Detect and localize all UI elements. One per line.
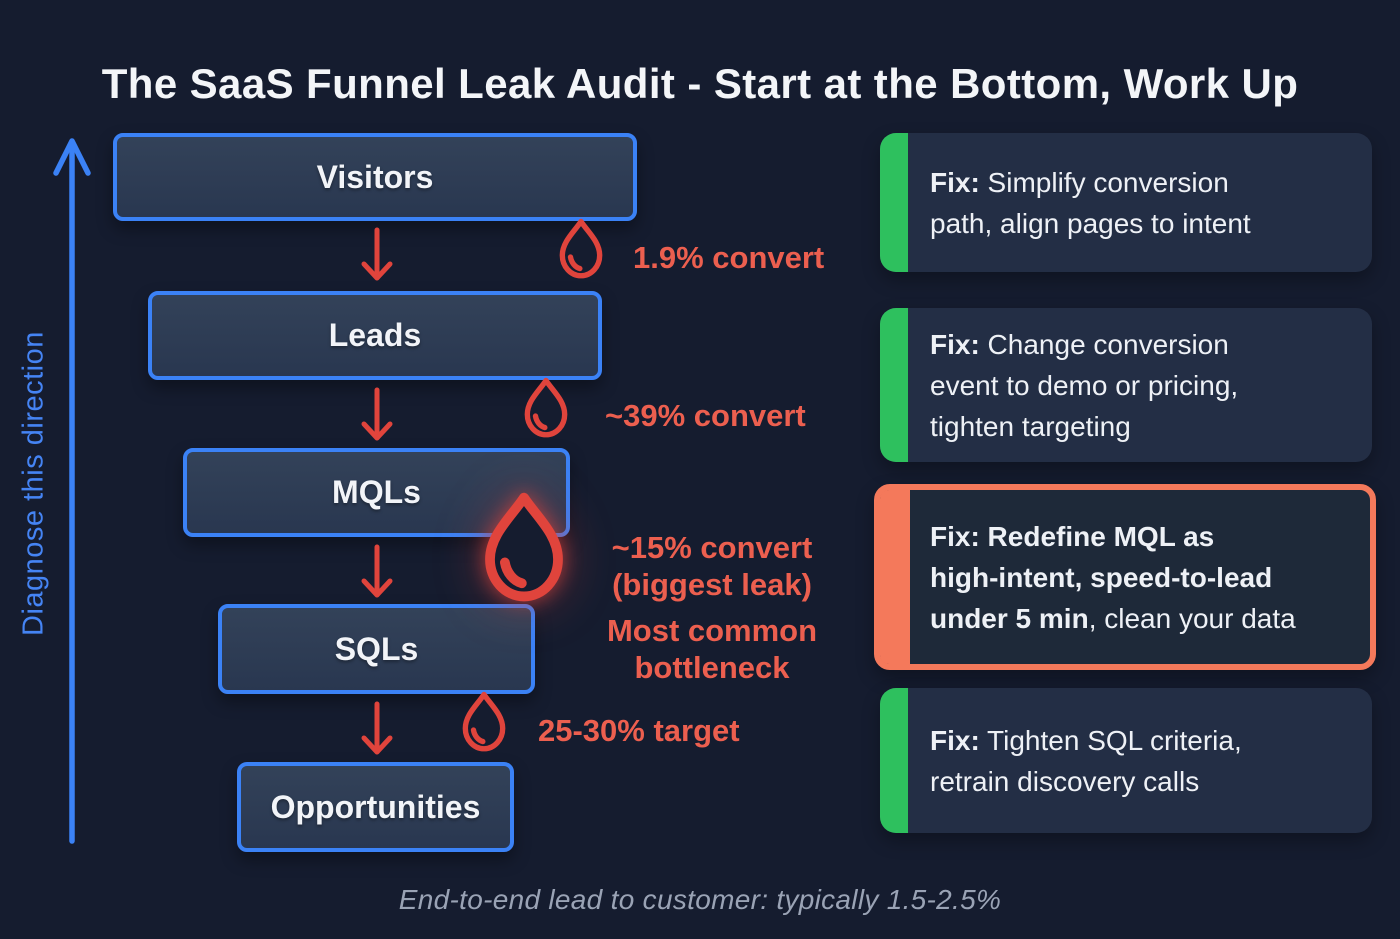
fix-card-mqls-highlighted: Fix: Redefine MQL as high-intent, speed-…	[874, 484, 1376, 670]
funnel-stage-visitors: Visitors	[113, 133, 637, 221]
accent-bar	[880, 490, 910, 664]
fix-label: Fix:	[930, 328, 980, 360]
funnel-stage-leads: Leads	[148, 291, 602, 380]
arrow-down-icon	[361, 227, 393, 281]
fix-detail: Tighten SQL criteria, retrain discovery …	[930, 724, 1242, 797]
droplet-icon	[462, 691, 506, 752]
accent-bar	[880, 133, 908, 272]
diagnose-direction-label: Diagnose this direction	[17, 331, 50, 637]
leak-label-leads-to-mqls: ~39% convert	[605, 398, 806, 433]
funnel-stage-label: SQLs	[334, 630, 419, 667]
fix-card-leads: Fix: Change conversion event to demo or …	[880, 308, 1372, 462]
leak-label-mqls-to-sqls: ~15% convert (biggest leak)	[598, 529, 826, 603]
fix-label: Fix:	[930, 166, 980, 198]
arrow-down-icon	[361, 387, 393, 441]
droplet-icon	[559, 218, 603, 279]
fix-label: Fix: Redefine MQL as high-intent, speed-…	[930, 520, 1273, 634]
leak-note-line: bottleneck	[634, 650, 790, 685]
fix-detail: Change conversion event to demo or prici…	[930, 328, 1239, 442]
fix-text: Fix: Tighten SQL criteria, retrain disco…	[930, 720, 1242, 802]
fix-text: Fix: Change conversion event to demo or …	[930, 324, 1238, 447]
funnel-stage-label: Leads	[328, 317, 422, 353]
funnel-stage-label: MQLs	[332, 474, 421, 510]
fix-text: Fix: Simplify conversion path, align pag…	[930, 162, 1251, 244]
funnel-stage-opportunities: Opportunities	[237, 762, 514, 852]
arrow-down-icon	[361, 701, 393, 755]
fix-label: Fix:	[930, 724, 980, 756]
leak-label-sqls-to-opportunities: 25-30% target	[538, 713, 740, 748]
leak-note-line: Most common	[606, 613, 818, 648]
big-droplet-icon	[485, 492, 563, 602]
fix-detail: Simplify conversion path, align pages to…	[930, 166, 1251, 239]
accent-bar	[880, 308, 908, 462]
funnel-stage-label: Opportunities	[270, 788, 481, 825]
page-title: The SaaS Funnel Leak Audit - Start at th…	[101, 60, 1299, 108]
fix-card-visitors: Fix: Simplify conversion path, align pag…	[880, 133, 1372, 272]
arrow-down-icon	[361, 544, 393, 598]
leak-label-line: ~15% convert	[611, 530, 813, 565]
funnel-stage-label: Visitors	[316, 158, 434, 195]
droplet-icon	[524, 377, 568, 438]
arrow-up-icon	[53, 138, 91, 844]
fix-card-sqls: Fix: Tighten SQL criteria, retrain disco…	[880, 688, 1372, 833]
leak-label-visitors-to-leads: 1.9% convert	[633, 240, 825, 275]
funnel-stage-sqls: SQLs	[218, 604, 535, 694]
accent-bar	[880, 688, 908, 833]
fix-text: Fix: Redefine MQL as high-intent, speed-…	[930, 516, 1296, 639]
leak-label-line: (biggest leak)	[612, 567, 812, 602]
fix-detail: , clean your data	[1088, 602, 1296, 634]
leak-note-mqls-to-sqls: Most common bottleneck	[598, 612, 826, 686]
footer-note: End-to-end lead to customer: typically 1…	[398, 884, 1002, 915]
